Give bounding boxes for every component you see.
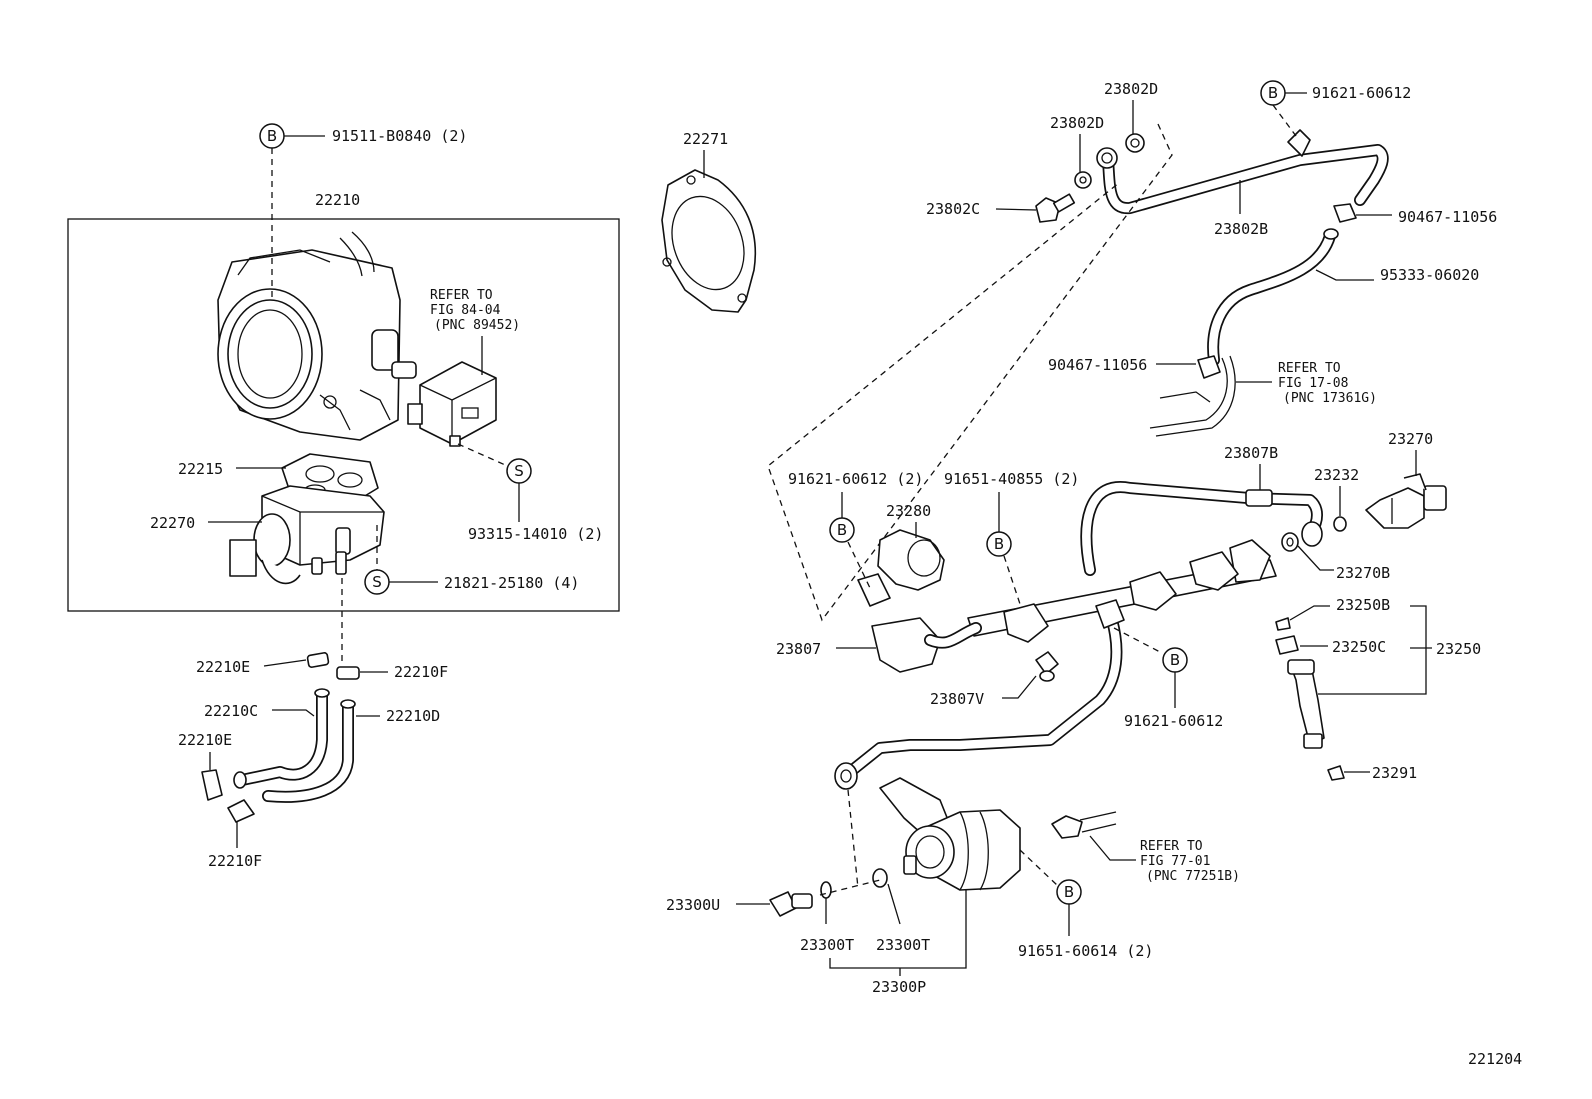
refer-17-line3: (PNC 17361G) — [1283, 391, 1377, 406]
refer-77-line2: FIG 77-01 — [1140, 854, 1210, 869]
label-22270: 22270 — [150, 514, 195, 532]
fuel-rail-group: 23807B 91621-60612 (2) B 23280 91651-408… — [776, 444, 1323, 790]
label-23300P: 23300P — [872, 978, 926, 996]
label-23807B: 23807B — [1224, 444, 1278, 462]
s-marker-label: S — [514, 462, 524, 480]
label-23300T-a: 23300T — [800, 936, 854, 954]
label-23291: 23291 — [1372, 764, 1417, 782]
b-marker-label: B — [1170, 651, 1180, 669]
b-marker-label: B — [267, 127, 277, 145]
diagram-number: 221204 — [1468, 1050, 1522, 1068]
label-23250B: 23250B — [1336, 596, 1390, 614]
label-90467-11056-a: 90467-11056 — [1398, 208, 1497, 226]
label-22210: 22210 — [315, 191, 360, 209]
b-marker-label: B — [1268, 84, 1278, 102]
b-marker-label: B — [837, 521, 847, 539]
injector-parts-group: 23270 23232 23270B 23250B 23250C 23291 2… — [1275, 430, 1481, 782]
gasket-22271: 22271 — [661, 130, 757, 313]
refer-77-line1: REFER TO — [1140, 839, 1203, 854]
fuel-return-pipe-group: 23802D 23802D 23802C 23802B B 91621-6061… — [767, 80, 1497, 622]
s-marker-label: S — [372, 573, 382, 591]
label-22210F-a: 22210F — [394, 663, 448, 681]
label-23802D-b: 23802D — [1050, 114, 1104, 132]
throttle-body-drawing — [217, 231, 417, 441]
label-23807V: 23807V — [930, 690, 984, 708]
label-21821-25180: 21821-25180 (4) — [444, 574, 579, 592]
label-91511-B0840: 91511-B0840 (2) — [332, 127, 467, 145]
label-91651-40855-x2: 91651-40855 (2) — [944, 470, 1079, 488]
label-22215: 22215 — [178, 460, 223, 478]
idle-valve-22270 — [229, 485, 385, 585]
label-23802C: 23802C — [926, 200, 980, 218]
label-95333-06020: 95333-06020 — [1380, 266, 1479, 284]
label-23802D-a: 23802D — [1104, 80, 1158, 98]
label-23802B: 23802B — [1214, 220, 1268, 238]
label-91621-60612-mid: 91621-60612 — [1124, 712, 1223, 730]
label-93315-14010: 93315-14010 (2) — [468, 525, 603, 543]
label-23300T-b: 23300T — [876, 936, 930, 954]
label-22210F-b: 22210F — [208, 852, 262, 870]
refer-84-line3: (PNC 89452) — [434, 318, 520, 333]
label-91621-60612-top: 91621-60612 — [1312, 84, 1411, 102]
refer-84-line1: REFER TO — [430, 288, 493, 303]
label-23280: 23280 — [886, 502, 931, 520]
label-22210D: 22210D — [386, 707, 440, 725]
b-marker-label: B — [1064, 883, 1074, 901]
label-23807: 23807 — [776, 640, 821, 658]
label-22210E-a: 22210E — [196, 658, 250, 676]
label-22210C: 22210C — [204, 702, 258, 720]
label-91651-60614: 91651-60614 (2) — [1018, 942, 1153, 960]
refer-17-line1: REFER TO — [1278, 361, 1341, 376]
throttle-body-group: B 91511-B0840 (2) 22210 REFER TO FIG 84-… — [67, 123, 620, 870]
label-23300U: 23300U — [666, 896, 720, 914]
refer-77-line3: (PNC 77251B) — [1146, 869, 1240, 884]
label-23250C: 23250C — [1332, 638, 1386, 656]
label-90467-11056-b: 90467-11056 — [1048, 356, 1147, 374]
label-23232: 23232 — [1314, 466, 1359, 484]
fuel-filter-group: 23300U 23300T 23300T 23300P B 91651-6061… — [666, 777, 1240, 996]
water-bypass-hoses — [201, 652, 360, 823]
label-23250: 23250 — [1436, 640, 1481, 658]
label-23270B: 23270B — [1336, 564, 1390, 582]
label-23270: 23270 — [1388, 430, 1433, 448]
refer-17-line2: FIG 17-08 — [1278, 376, 1348, 391]
refer-84-line2: FIG 84-04 — [430, 303, 501, 318]
label-22271: 22271 — [683, 130, 728, 148]
label-22210E-b: 22210E — [178, 731, 232, 749]
group-frame-22210 — [67, 218, 620, 612]
b-marker-label: B — [994, 535, 1004, 553]
sensor-module-89452 — [407, 361, 497, 447]
label-91621-60612-x2: 91621-60612 (2) — [788, 470, 923, 488]
